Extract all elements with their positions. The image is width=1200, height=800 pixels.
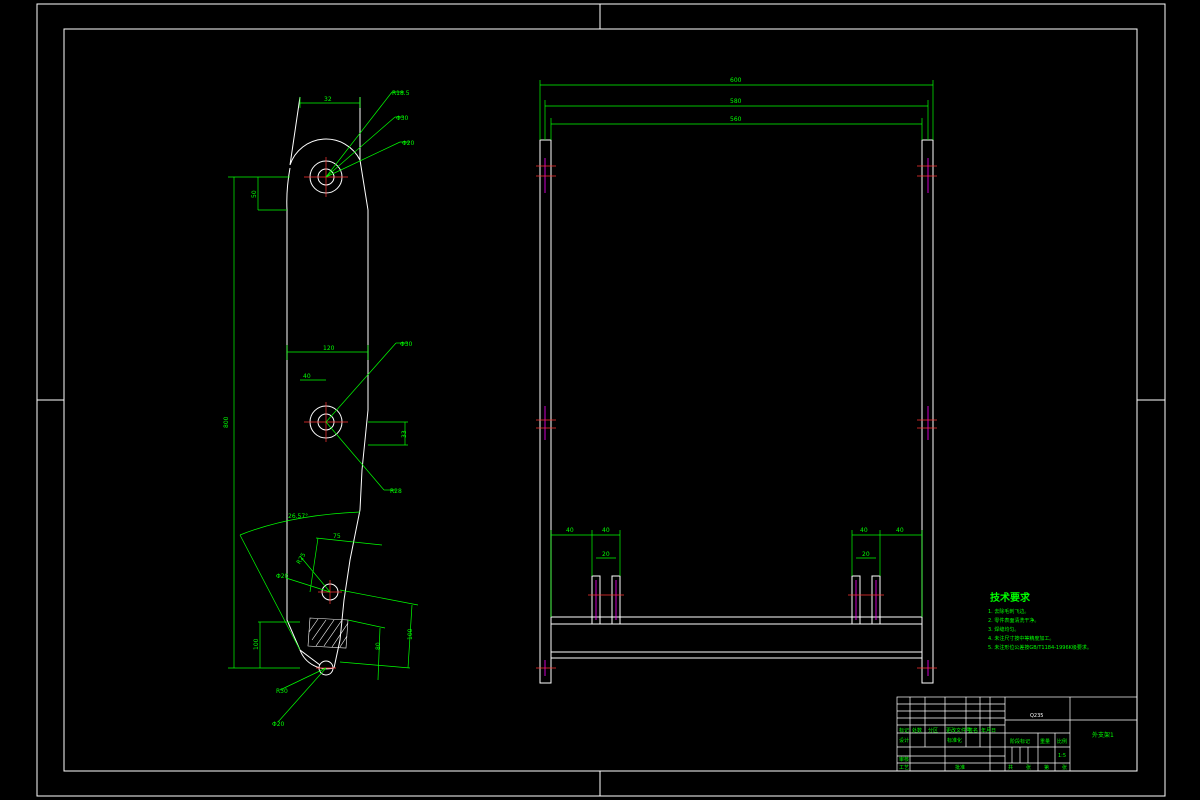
dim-overall: 600 xyxy=(730,77,742,84)
tb-sheet-no: 第 xyxy=(1044,764,1049,771)
dim-height-upper: 50 xyxy=(251,190,258,198)
tb-scale: 1:5 xyxy=(1058,753,1066,759)
hatch-section xyxy=(307,617,349,649)
tech-req-item-4: 4. 未注尺寸按中等精度加工。 xyxy=(988,635,1054,642)
sheet-frame xyxy=(36,3,1166,797)
tb-row-label-2: 处数 xyxy=(912,727,922,734)
dim-lower-w: 75 xyxy=(333,533,341,540)
dim-right-a: 40 xyxy=(860,527,868,534)
dim-right-off: 33 xyxy=(401,430,408,438)
callout-low-b: Φ20 xyxy=(276,573,289,580)
frame-dimension-texts: 600 580 560 40 40 20 40 40 20 xyxy=(566,77,904,558)
frame-dimension-lines xyxy=(539,80,934,617)
dim-inner1: 580 xyxy=(730,98,742,105)
tb-row-label-5: 签名 xyxy=(968,727,978,734)
dim-bottom-h: 100 xyxy=(253,638,260,650)
arm-center-lines xyxy=(304,157,348,669)
tb-row-label-4: 更改文件号 xyxy=(946,727,971,734)
tb-review: 审核 xyxy=(899,756,909,763)
dim-angle: 26.57° xyxy=(288,513,308,520)
dim-left-c: 20 xyxy=(602,551,610,558)
arm-outline xyxy=(286,96,369,676)
tech-req-item-2: 2. 零件表面清洗干净。 xyxy=(988,617,1039,624)
tb-design: 设计 xyxy=(899,737,909,744)
dim-left-a: 40 xyxy=(566,527,574,534)
dim-right-b: 40 xyxy=(896,527,904,534)
title-block: Q235 外支架1 标记 处数 分区 更改文件号 签名 年月日 设计 标准化 审… xyxy=(896,696,1138,772)
tb-stage: 阶段标记 xyxy=(1010,738,1030,745)
dim-right-c: 20 xyxy=(862,551,870,558)
callout-low-a: R25 xyxy=(295,552,307,566)
dim-top-width: 32 xyxy=(324,96,332,103)
dim-lower-h2: 80 xyxy=(375,642,382,650)
dim-width-mid: 120 xyxy=(323,345,335,352)
dim-height-total: 800 xyxy=(223,416,230,428)
tb-sheet-no2: 张 xyxy=(1062,764,1067,771)
tb-material: Q235 xyxy=(1030,713,1043,719)
tb-ratio: 比例 xyxy=(1057,738,1067,745)
frame-outline xyxy=(539,139,934,684)
dim-left-b: 40 xyxy=(602,527,610,534)
tb-std: 标准化 xyxy=(947,737,962,744)
callout-top-d2: Φ20 xyxy=(402,140,415,147)
callout-top-d1: Φ30 xyxy=(396,115,409,122)
dim-inner2: 560 xyxy=(730,116,742,123)
side-dimension-texts: 32 800 50 120 40 33 26.57° 75 100 80 100… xyxy=(223,90,415,728)
tb-part-name: 外支架1 xyxy=(1092,731,1114,739)
tech-requirements: 技术要求 1. 去除毛刺飞边。 2. 零件表面清洗干净。 3. 焊缝均匀。 4.… xyxy=(988,591,1092,651)
tb-sheet-total: 共 xyxy=(1008,764,1013,771)
frame-hidden-lines xyxy=(544,158,929,676)
front-view-frame: 600 580 560 40 40 20 40 40 20 xyxy=(536,77,937,684)
callout-mid-d: Φ30 xyxy=(400,341,413,348)
callout-bot-a: R30 xyxy=(276,688,288,695)
tech-req-item-1: 1. 去除毛刺飞边。 xyxy=(988,608,1029,615)
tb-approve: 批准 xyxy=(955,764,965,771)
frame-center-lines xyxy=(536,165,937,669)
dim-offset: 40 xyxy=(303,373,311,380)
callout-bot-b: Φ20 xyxy=(272,721,285,728)
callout-mid-r: R28 xyxy=(390,488,402,495)
tb-row-label-6: 年月日 xyxy=(981,727,996,734)
side-view-arm: 32 800 50 120 40 33 26.57° 75 100 80 100… xyxy=(223,90,419,728)
tech-req-title: 技术要求 xyxy=(990,591,1031,604)
tech-req-item-5: 5. 未注形位公差按GB/T1184-1996K级要求。 xyxy=(988,644,1092,651)
tb-weight: 重量 xyxy=(1040,738,1050,745)
side-dimension-lines xyxy=(228,91,419,723)
tb-row-label-3: 分区 xyxy=(928,727,938,734)
tb-sheet-of: 张 xyxy=(1026,764,1031,771)
callout-top-r: R18.5 xyxy=(392,90,410,97)
tb-process: 工艺 xyxy=(899,765,909,771)
dim-lower-h1: 100 xyxy=(407,628,414,640)
tech-req-item-3: 3. 焊缝均匀。 xyxy=(988,626,1019,633)
tb-row-label-1: 标记 xyxy=(899,727,909,734)
